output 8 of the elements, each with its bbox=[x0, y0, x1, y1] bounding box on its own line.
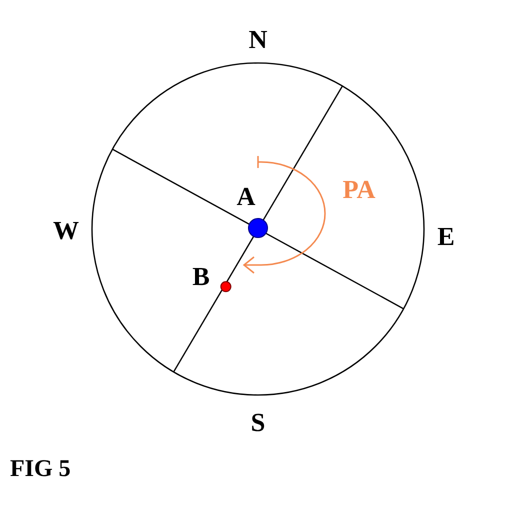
point-label: B bbox=[192, 264, 210, 290]
direction-label: E bbox=[437, 224, 455, 250]
direction-label: N bbox=[248, 27, 268, 53]
point-label: A bbox=[236, 184, 256, 210]
figure-caption: FIG 5 bbox=[10, 457, 71, 481]
direction-label: W bbox=[53, 218, 79, 244]
angle-label: PA bbox=[342, 177, 376, 203]
direction-label: S bbox=[250, 410, 266, 436]
